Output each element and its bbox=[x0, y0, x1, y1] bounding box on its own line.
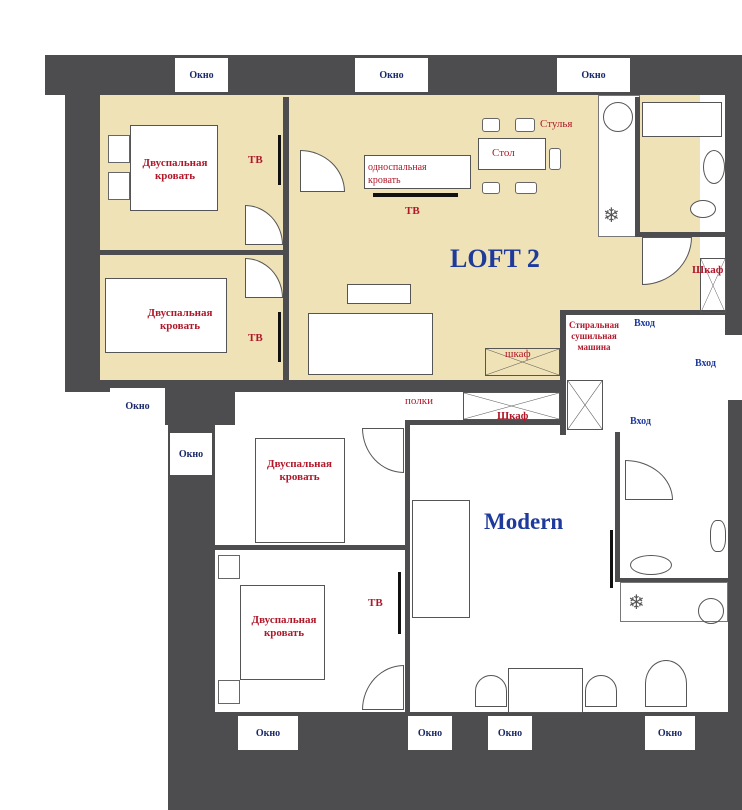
bathtub bbox=[642, 102, 722, 137]
tv-label: ТВ bbox=[248, 332, 263, 344]
wardrobe bbox=[485, 348, 560, 376]
wall-modern bbox=[405, 425, 410, 715]
wall-entrance bbox=[560, 310, 730, 315]
door[interactable] bbox=[625, 460, 673, 500]
nightstand bbox=[108, 135, 130, 163]
dining-table bbox=[508, 668, 583, 713]
window: Окно bbox=[488, 716, 532, 750]
door[interactable] bbox=[245, 205, 283, 245]
sink-icon bbox=[603, 102, 633, 132]
window: Окно bbox=[238, 716, 298, 750]
coffee-table bbox=[347, 284, 411, 304]
wardrobe bbox=[463, 392, 560, 420]
chairs-label: Стулья bbox=[540, 118, 573, 130]
loft-title: LOFT 2 bbox=[450, 244, 540, 273]
double-bed bbox=[105, 278, 227, 353]
washbasin-icon bbox=[630, 555, 672, 575]
nightstand bbox=[218, 555, 240, 579]
stove-icon: ❄ bbox=[603, 205, 620, 227]
entrance-label: Вход bbox=[630, 416, 651, 427]
entrance-label: Вход bbox=[695, 358, 716, 369]
window: Окно bbox=[557, 58, 630, 92]
chair bbox=[549, 148, 561, 170]
wall-bedrooms bbox=[283, 97, 289, 380]
wall-left bbox=[65, 95, 100, 385]
chair bbox=[482, 118, 500, 132]
nightstand bbox=[218, 680, 240, 704]
tv-label: ТВ bbox=[405, 205, 420, 217]
table-label: Стол bbox=[492, 147, 515, 159]
double-bed bbox=[240, 585, 325, 680]
window: Окно bbox=[110, 388, 165, 424]
wall-bedrooms-lower bbox=[215, 545, 405, 550]
single-bed bbox=[364, 155, 471, 189]
tv bbox=[398, 572, 401, 634]
tv-label: ТВ bbox=[248, 154, 263, 166]
shelves-label: полки bbox=[405, 395, 433, 407]
chair bbox=[515, 182, 537, 194]
toilet-icon bbox=[710, 520, 726, 552]
window: Окно bbox=[175, 58, 228, 92]
double-bed-label: Двуспальная кровать bbox=[251, 614, 317, 639]
chair bbox=[585, 675, 617, 707]
double-bed-label: Двуспальная кровать bbox=[267, 458, 332, 483]
tv bbox=[278, 312, 281, 362]
tv-label: ТВ bbox=[368, 597, 383, 609]
door[interactable] bbox=[362, 665, 404, 710]
door[interactable] bbox=[362, 428, 404, 473]
wall-bath2-bottom bbox=[615, 578, 728, 582]
wall-bath-bottom bbox=[635, 232, 728, 237]
wardrobe-label: шкаф bbox=[505, 348, 531, 360]
double-bed bbox=[130, 125, 218, 211]
modern-title: Modern bbox=[484, 509, 564, 534]
wardrobe-label: Шкаф bbox=[692, 264, 724, 276]
chair bbox=[482, 182, 500, 194]
double-bed-label: Двуспальная кровать bbox=[142, 157, 208, 182]
wall-right bbox=[725, 95, 742, 335]
chair bbox=[645, 660, 687, 707]
entrance-label: Вход bbox=[634, 318, 655, 329]
stove-icon: ❄ bbox=[628, 592, 645, 614]
wall-right-lower bbox=[728, 400, 742, 712]
washer-label: Стиральная сушильная машина bbox=[569, 320, 619, 352]
window: Окно bbox=[170, 433, 212, 475]
washbasin-icon bbox=[703, 150, 725, 184]
sofa bbox=[308, 313, 433, 375]
wardrobe-label: Шкаф bbox=[497, 410, 529, 422]
double-bed bbox=[255, 438, 345, 543]
sink-icon bbox=[698, 598, 724, 624]
window: Окно bbox=[645, 716, 695, 750]
nightstand bbox=[108, 172, 130, 200]
wall-bath bbox=[635, 97, 640, 237]
tv bbox=[610, 530, 613, 588]
sofa bbox=[412, 500, 470, 618]
kitchen-counter bbox=[620, 582, 728, 622]
chair bbox=[515, 118, 535, 132]
toilet-icon bbox=[690, 200, 716, 218]
wall-entrance-left bbox=[560, 310, 566, 435]
tv bbox=[373, 193, 458, 197]
closet bbox=[567, 380, 603, 430]
wall-modern-top bbox=[405, 420, 565, 425]
wall-bath2 bbox=[615, 432, 620, 582]
wall-mid-left bbox=[165, 380, 235, 425]
double-bed-label: Двуспальная кровать bbox=[147, 307, 213, 332]
window: Окно bbox=[355, 58, 428, 92]
window: Окно bbox=[408, 716, 452, 750]
chair bbox=[475, 675, 507, 707]
tv bbox=[278, 135, 281, 185]
wall-bedroom-split bbox=[100, 250, 283, 255]
dining-table bbox=[478, 138, 546, 170]
wardrobe bbox=[700, 258, 726, 313]
single-bed-label: односпальная кровать bbox=[368, 162, 427, 186]
